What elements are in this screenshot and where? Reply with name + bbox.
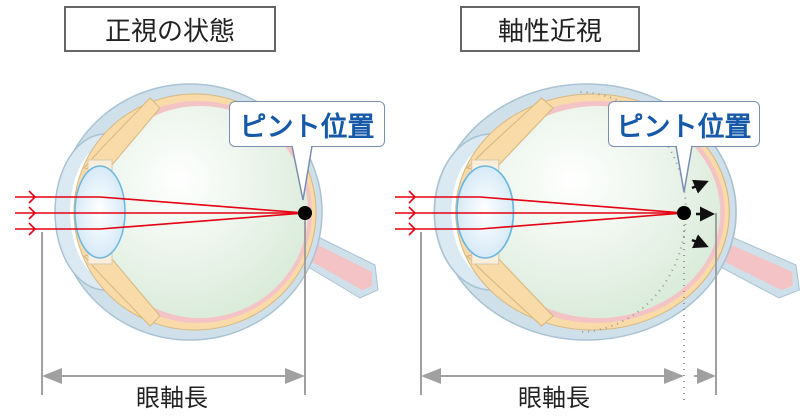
right-panel-title: 軸性近視 [460,6,640,52]
left-axis-label: 眼軸長 [136,384,208,412]
right-focus-point [677,206,691,220]
left-focus-point [298,206,312,220]
left-light-rays [15,190,306,236]
right-axis-label: 眼軸長 [518,384,590,412]
left-panel-title: 正視の状態 [64,6,276,52]
shift-arrows [691,179,715,249]
right-focus-callout: ピント位置 [608,101,760,147]
right-light-rays [395,190,685,236]
left-focus-callout: ピント位置 [229,101,385,147]
left-axial-length-dimension [41,220,306,395]
right-axial-length-dimension [420,213,717,395]
